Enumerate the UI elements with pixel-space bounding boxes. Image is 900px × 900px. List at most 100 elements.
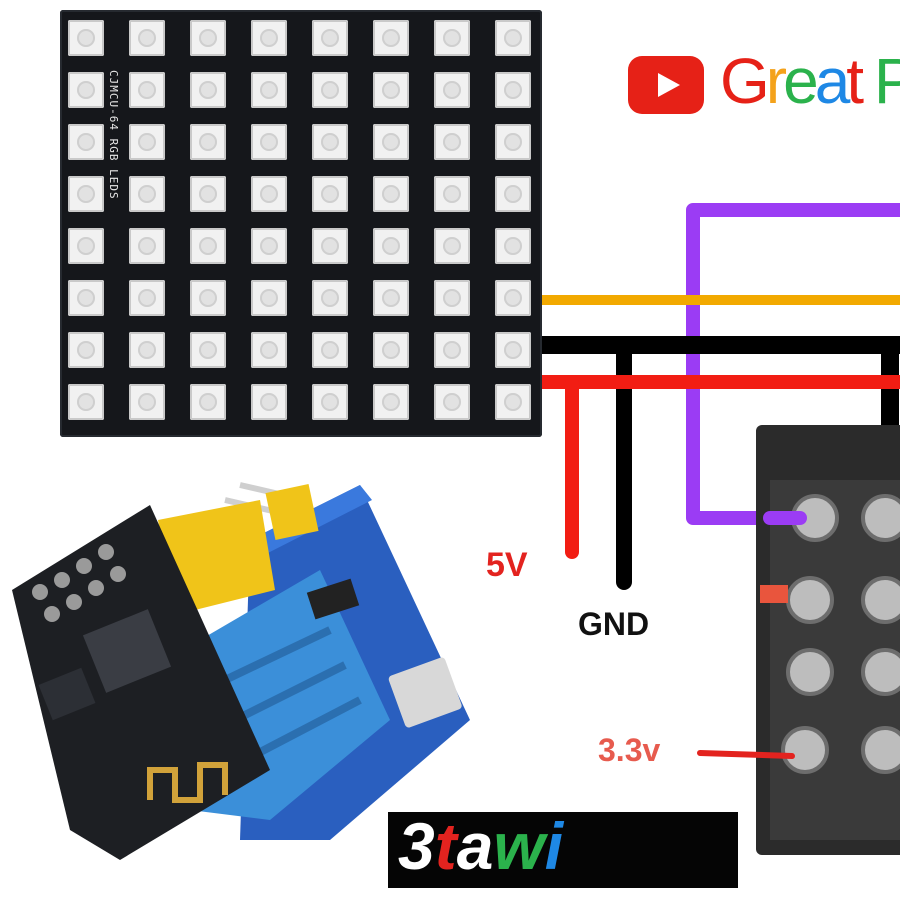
pin-8 xyxy=(861,726,900,774)
led-r8-c7 xyxy=(434,384,470,420)
board-label: CJMCU-64 RGB LEDS xyxy=(107,70,120,200)
channel-name-letter: G xyxy=(720,45,770,117)
tx-marker xyxy=(760,585,788,603)
led-r3-c2 xyxy=(129,124,165,160)
led-r7-c4 xyxy=(251,332,287,368)
logo-background xyxy=(388,812,738,888)
led-r6-c1 xyxy=(68,280,104,316)
yellow-jumper xyxy=(265,483,319,541)
led-r4-c6 xyxy=(373,176,409,212)
logo-letter: a xyxy=(456,809,494,883)
label-3v3: 3.3v xyxy=(598,732,661,768)
led-r4-c3 xyxy=(190,176,226,212)
pin-7 xyxy=(781,726,829,774)
led-r4-c7 xyxy=(434,176,470,212)
led-r6-c3 xyxy=(190,280,226,316)
led-r8-c1 xyxy=(68,384,104,420)
youtube-play-icon xyxy=(628,56,704,114)
led-r5-c8 xyxy=(495,228,531,264)
channel-name-letter: a xyxy=(814,45,851,117)
led-r5-c7 xyxy=(434,228,470,264)
led-r3-c8 xyxy=(495,124,531,160)
led-r2-c5 xyxy=(312,72,348,108)
led-r3-c1 xyxy=(68,124,104,160)
esp8266-chip xyxy=(82,609,172,693)
channel-name: Great P xyxy=(720,44,900,118)
led-r1-c7 xyxy=(434,20,470,56)
logo-3tawi: 3tawi xyxy=(398,808,563,884)
led-r8-c2 xyxy=(129,384,165,420)
led-r3-c6 xyxy=(373,124,409,160)
led-r7-c1 xyxy=(68,332,104,368)
purple-wire xyxy=(686,203,900,525)
led-r7-c3 xyxy=(190,332,226,368)
led-r2-c7 xyxy=(434,72,470,108)
pin-2 xyxy=(861,494,900,542)
led-r6-c8 xyxy=(495,280,531,316)
led-r1-c3 xyxy=(190,20,226,56)
esp01-board xyxy=(12,505,270,860)
pin-6 xyxy=(861,648,900,696)
channel-name-letter: t xyxy=(846,45,864,117)
dht-grille xyxy=(223,626,362,764)
led-r8-c8 xyxy=(495,384,531,420)
led-r1-c8 xyxy=(495,20,531,56)
led-r1-c2 xyxy=(129,20,165,56)
led-r4-c8 xyxy=(495,176,531,212)
led-r4-c5 xyxy=(312,176,348,212)
yellow-block xyxy=(158,500,275,615)
label-5v: 5V xyxy=(486,546,528,584)
led-r1-c4 xyxy=(251,20,287,56)
regulator-chip xyxy=(306,578,360,620)
led-r2-c8 xyxy=(495,72,531,108)
led-r5-c5 xyxy=(312,228,348,264)
logo-letter: i xyxy=(544,809,564,883)
led-r3-c3 xyxy=(190,124,226,160)
relay-button xyxy=(388,657,462,728)
esp01-header-pins xyxy=(32,544,126,622)
led-r5-c3 xyxy=(190,228,226,264)
pin-4 xyxy=(861,576,900,624)
led-r7-c6 xyxy=(373,332,409,368)
led-r1-c5 xyxy=(312,20,348,56)
led-r3-c7 xyxy=(434,124,470,160)
logo-letter: t xyxy=(434,809,457,883)
led-r4-c4 xyxy=(251,176,287,212)
led-r5-c4 xyxy=(251,228,287,264)
led-r6-c5 xyxy=(312,280,348,316)
led-r8-c6 xyxy=(373,384,409,420)
led-r8-c5 xyxy=(312,384,348,420)
led-r5-c6 xyxy=(373,228,409,264)
led-r2-c6 xyxy=(373,72,409,108)
led-r7-c2 xyxy=(129,332,165,368)
channel-name-letter: e xyxy=(783,45,819,117)
led-r8-c4 xyxy=(251,384,287,420)
label-gnd: GND xyxy=(578,606,650,642)
led-r6-c4 xyxy=(251,280,287,316)
3v3-pointer xyxy=(697,750,795,759)
led-r5-c2 xyxy=(129,228,165,264)
led-r6-c7 xyxy=(434,280,470,316)
led-matrix-board xyxy=(60,10,542,437)
led-r6-c6 xyxy=(373,280,409,316)
led-r6-c2 xyxy=(129,280,165,316)
led-r2-c2 xyxy=(129,72,165,108)
led-r7-c5 xyxy=(312,332,348,368)
channel-name-letter: P xyxy=(873,45,900,117)
pin-5 xyxy=(786,648,834,696)
led-r2-c3 xyxy=(190,72,226,108)
led-r4-c2 xyxy=(129,176,165,212)
led-r7-c7 xyxy=(434,332,470,368)
led-r1-c6 xyxy=(373,20,409,56)
led-r2-c4 xyxy=(251,72,287,108)
led-r7-c8 xyxy=(495,332,531,368)
led-r8-c3 xyxy=(190,384,226,420)
logo-letter: w xyxy=(493,809,545,883)
logo-letter: 3 xyxy=(398,809,435,883)
led-r4-c1 xyxy=(68,176,104,212)
wifi-antenna xyxy=(147,762,228,803)
